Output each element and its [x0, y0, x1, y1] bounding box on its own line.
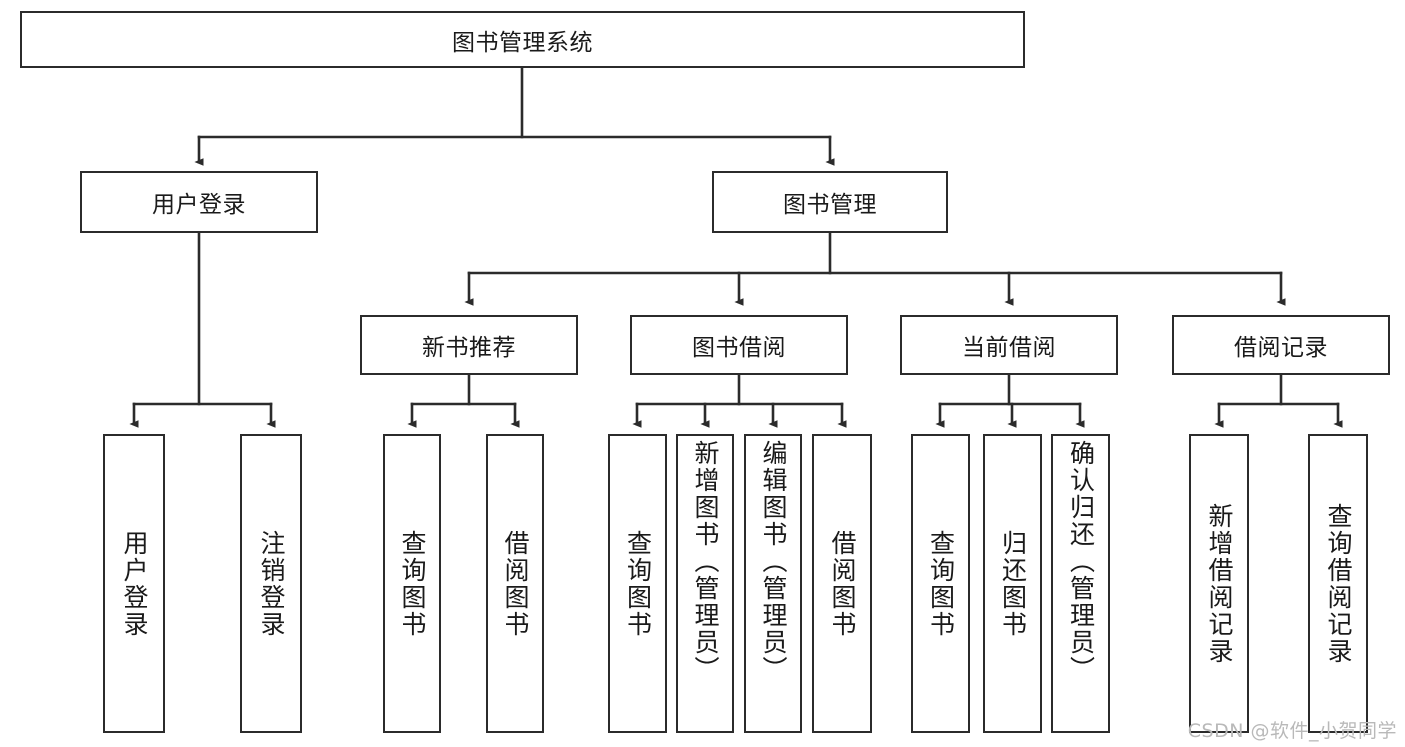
- node-leaf-query-book-newbook[interactable]: 查询图书: [383, 434, 441, 733]
- node-leaf-query-book-current[interactable]: 查询图书: [911, 434, 970, 733]
- node-leaf-edit-book-admin-label: 编辑图书（管理员）: [759, 440, 788, 683]
- node-leaf-user-login[interactable]: 用户登录: [103, 434, 165, 733]
- node-leaf-borrow-book-newbook-label: 借阅图书: [501, 529, 530, 638]
- node-leaf-return-book-label: 归还图书: [998, 529, 1028, 638]
- node-user-login[interactable]: 用户登录: [80, 171, 318, 233]
- node-user-login-label: 用户登录: [152, 192, 246, 218]
- watermark: CSDN @软件_小贺同学: [1187, 720, 1397, 742]
- node-leaf-query-borrow-record-label: 查询借阅记录: [1324, 502, 1353, 665]
- node-new-book-recommend-label: 新书推荐: [422, 335, 516, 361]
- node-leaf-borrow-book-newbook[interactable]: 借阅图书: [486, 434, 544, 733]
- node-leaf-add-book-admin-label: 新增图书（管理员）: [691, 440, 720, 683]
- node-current-borrow-label: 当前借阅: [962, 335, 1056, 361]
- node-leaf-query-book-borrow[interactable]: 查询图书: [608, 434, 667, 733]
- node-leaf-query-book-borrow-label: 查询图书: [623, 529, 653, 638]
- node-leaf-user-login-label: 用户登录: [120, 529, 149, 638]
- node-root-label: 图书管理系统: [452, 29, 593, 56]
- node-current-borrow[interactable]: 当前借阅: [900, 315, 1118, 375]
- node-leaf-edit-book-admin[interactable]: 编辑图书（管理员）: [744, 434, 802, 733]
- node-leaf-query-borrow-record[interactable]: 查询借阅记录: [1308, 434, 1368, 733]
- node-new-book-recommend[interactable]: 新书推荐: [360, 315, 578, 375]
- node-root[interactable]: 图书管理系统: [20, 11, 1025, 68]
- node-leaf-add-book-admin[interactable]: 新增图书（管理员）: [676, 434, 734, 733]
- node-leaf-return-book[interactable]: 归还图书: [983, 434, 1042, 733]
- node-leaf-add-borrow-record-label: 新增借阅记录: [1205, 502, 1234, 665]
- node-leaf-logout-label: 注销登录: [257, 529, 286, 638]
- node-leaf-query-book-newbook-label: 查询图书: [398, 529, 427, 638]
- node-book-management-label: 图书管理: [783, 192, 877, 218]
- node-leaf-confirm-return-admin[interactable]: 确认归还（管理员）: [1051, 434, 1110, 733]
- node-leaf-lend-book-label: 借阅图书: [828, 529, 857, 638]
- node-book-borrow-label: 图书借阅: [692, 335, 786, 361]
- node-leaf-query-book-current-label: 查询图书: [926, 529, 956, 638]
- node-leaf-lend-book[interactable]: 借阅图书: [812, 434, 872, 733]
- node-leaf-logout[interactable]: 注销登录: [240, 434, 302, 733]
- node-leaf-confirm-return-admin-label: 确认归还（管理员）: [1066, 440, 1096, 683]
- node-book-management[interactable]: 图书管理: [712, 171, 948, 233]
- node-leaf-add-borrow-record[interactable]: 新增借阅记录: [1189, 434, 1249, 733]
- node-borrow-record-label: 借阅记录: [1234, 335, 1328, 361]
- node-borrow-record[interactable]: 借阅记录: [1172, 315, 1390, 375]
- node-book-borrow[interactable]: 图书借阅: [630, 315, 848, 375]
